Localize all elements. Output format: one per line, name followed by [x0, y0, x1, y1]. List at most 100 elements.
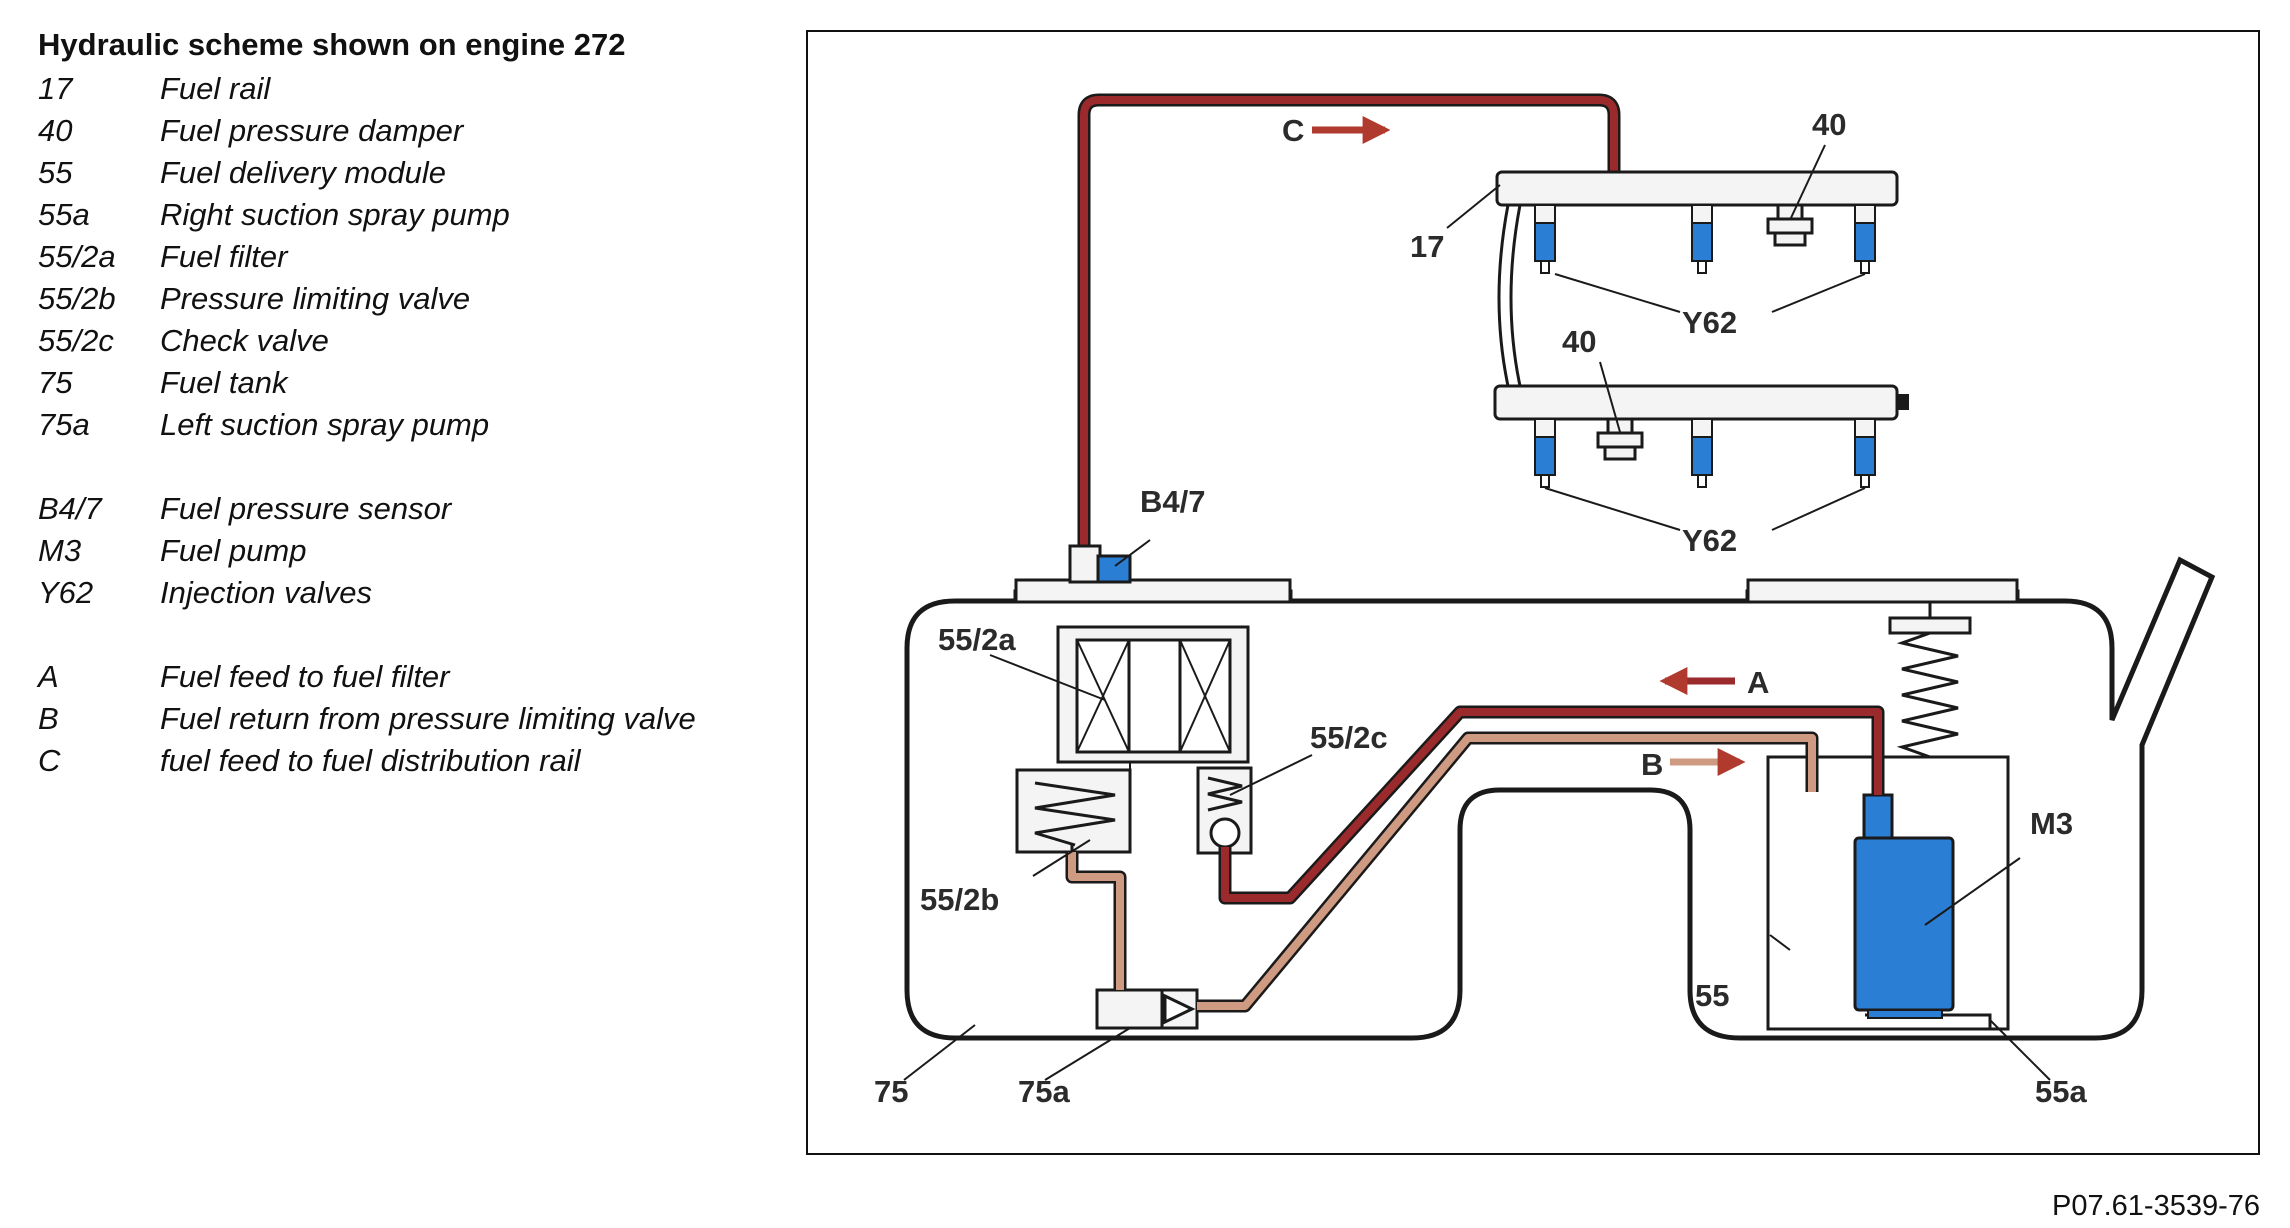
rail-feed-line-fill — [1080, 96, 1618, 548]
label-y62-top: Y62 — [1682, 305, 1737, 340]
legend-item: B Fuel return from pressure limiting valv… — [38, 698, 778, 740]
label-fuel-rail: 17 — [1410, 229, 1444, 264]
injection-valves-bottom — [1534, 418, 1876, 488]
label-sensor: B4/7 — [1140, 484, 1205, 519]
legend-item: A Fuel feed to fuel filter — [38, 656, 778, 698]
damper-bottom-cap — [1596, 431, 1644, 449]
label-module: 55 — [1695, 978, 1729, 1013]
legend-item: 55/2b Pressure limiting valve — [38, 278, 778, 320]
valve-spring — [1034, 781, 1116, 847]
legend-description: Left suction spray pump — [160, 407, 490, 442]
fuel-rail-bottom — [1493, 384, 1899, 421]
legend-item: Y62 Injection valves — [38, 572, 778, 614]
legend-description: Fuel return from pressure limiting valve — [160, 701, 696, 736]
legend-description: Fuel pressure sensor — [160, 491, 452, 526]
legend-code: 55 — [38, 155, 73, 190]
legend-item: 75a Left suction spray pump — [38, 404, 778, 446]
injection-valves-top — [1534, 204, 1876, 274]
legend-item: 75 Fuel tank — [38, 362, 778, 404]
label-check-valve: 55/2c — [1310, 720, 1388, 755]
legend-description: fuel feed to fuel distribution rail — [160, 743, 581, 778]
fuel-return-line-fill — [1068, 734, 1816, 1010]
damper-bottom-base — [1603, 445, 1637, 461]
filter-cross — [1179, 639, 1231, 753]
label-limiter: 55/2b — [920, 882, 999, 917]
fuel-pump — [1853, 836, 1955, 1012]
filter-cross — [1076, 639, 1130, 753]
sensor-mount — [1068, 544, 1102, 584]
legend-item: 55/2a Fuel filter — [38, 236, 778, 278]
legend-description: Fuel delivery module — [160, 155, 447, 190]
legend-code: C — [38, 743, 61, 778]
legend-code: 40 — [38, 113, 73, 148]
spring-cap — [1888, 616, 1972, 635]
fuel-rail-top — [1495, 170, 1899, 207]
module-flange — [1014, 578, 1292, 604]
legend-description: Pressure limiting valve — [160, 281, 471, 316]
legend-code: 75 — [38, 365, 73, 400]
rail-crossover — [1497, 204, 1522, 387]
spray-pump-arrow — [1163, 993, 1196, 1025]
legend-description: Check valve — [160, 323, 329, 358]
legend-description: Fuel feed to fuel filter — [160, 659, 450, 694]
filter-cell-left — [1075, 638, 1131, 754]
label-damper-bottom: 40 — [1562, 324, 1596, 359]
label-fuel-pump: M3 — [2030, 806, 2073, 841]
fuel-pressure-sensor — [1096, 554, 1132, 584]
label-right-spray: 55a — [2035, 1074, 2087, 1109]
fuel-filter-element — [1075, 638, 1232, 754]
legend-item: 55a Right suction spray pump — [38, 194, 778, 236]
label-damper-top: 40 — [1812, 107, 1846, 142]
label-feed: A — [1747, 665, 1769, 700]
legend-item: 17 Fuel rail — [38, 68, 778, 110]
legend-code: 55a — [38, 197, 90, 232]
damper-top-base — [1773, 231, 1807, 247]
diagram-frame — [806, 30, 2260, 1155]
leader-lines — [903, 144, 2051, 1081]
legend-item: 55 Fuel delivery module — [38, 152, 778, 194]
figure-reference: P07.61-3539-76 — [2052, 1190, 2260, 1222]
legend-code: B4/7 — [38, 491, 102, 526]
fuel-pump-outlet — [1862, 793, 1894, 840]
fuel-pressure-damper-top — [1776, 203, 1804, 221]
legend-title: Hydraulic scheme shown on engine 272 — [38, 27, 626, 62]
fuel-pump-base — [1867, 1009, 1943, 1019]
legend-description: Fuel filter — [160, 239, 288, 274]
pressure-limiting-valve — [1015, 768, 1132, 854]
legend-description: Fuel pump — [160, 533, 307, 568]
legend-item: 40 Fuel pressure damper — [38, 110, 778, 152]
label-tank: 75 — [874, 1074, 908, 1109]
legend-code: 55/2a — [38, 239, 116, 274]
legend-description: Fuel pressure damper — [160, 113, 464, 148]
legend-code: 17 — [38, 71, 73, 106]
legend-item: B4/7 Fuel pressure sensor — [38, 488, 778, 530]
filter-cell-right — [1178, 638, 1232, 754]
label-left-spray: 75a — [1018, 1074, 1070, 1109]
legend-description: Fuel tank — [160, 365, 288, 400]
label-y62-bottom: Y62 — [1682, 523, 1737, 558]
legend-item: M3 Fuel pump — [38, 530, 778, 572]
check-valve-ball — [1209, 817, 1241, 849]
legend-code: Y62 — [38, 575, 94, 610]
rail-plug — [1897, 394, 1909, 410]
legend-description: Fuel rail — [160, 71, 271, 106]
legend-description: Injection valves — [160, 575, 372, 610]
rail-feed-line — [1077, 93, 1621, 548]
legend-code: A — [38, 659, 59, 694]
damper-top-cap — [1766, 217, 1814, 235]
legend-code: 75a — [38, 407, 90, 442]
legend-code: 55/2b — [38, 281, 116, 316]
label-return: B — [1641, 747, 1663, 782]
legend-code: 55/2c — [38, 323, 114, 358]
legend-description: Right suction spray pump — [160, 197, 510, 232]
fuel-feed-line-fill — [1221, 708, 1882, 902]
pump-flange — [1746, 578, 2019, 604]
legend-code: M3 — [38, 533, 82, 568]
module-spring — [1896, 631, 1959, 759]
legend-code: B — [38, 701, 59, 736]
label-filter: 55/2a — [938, 622, 1016, 657]
